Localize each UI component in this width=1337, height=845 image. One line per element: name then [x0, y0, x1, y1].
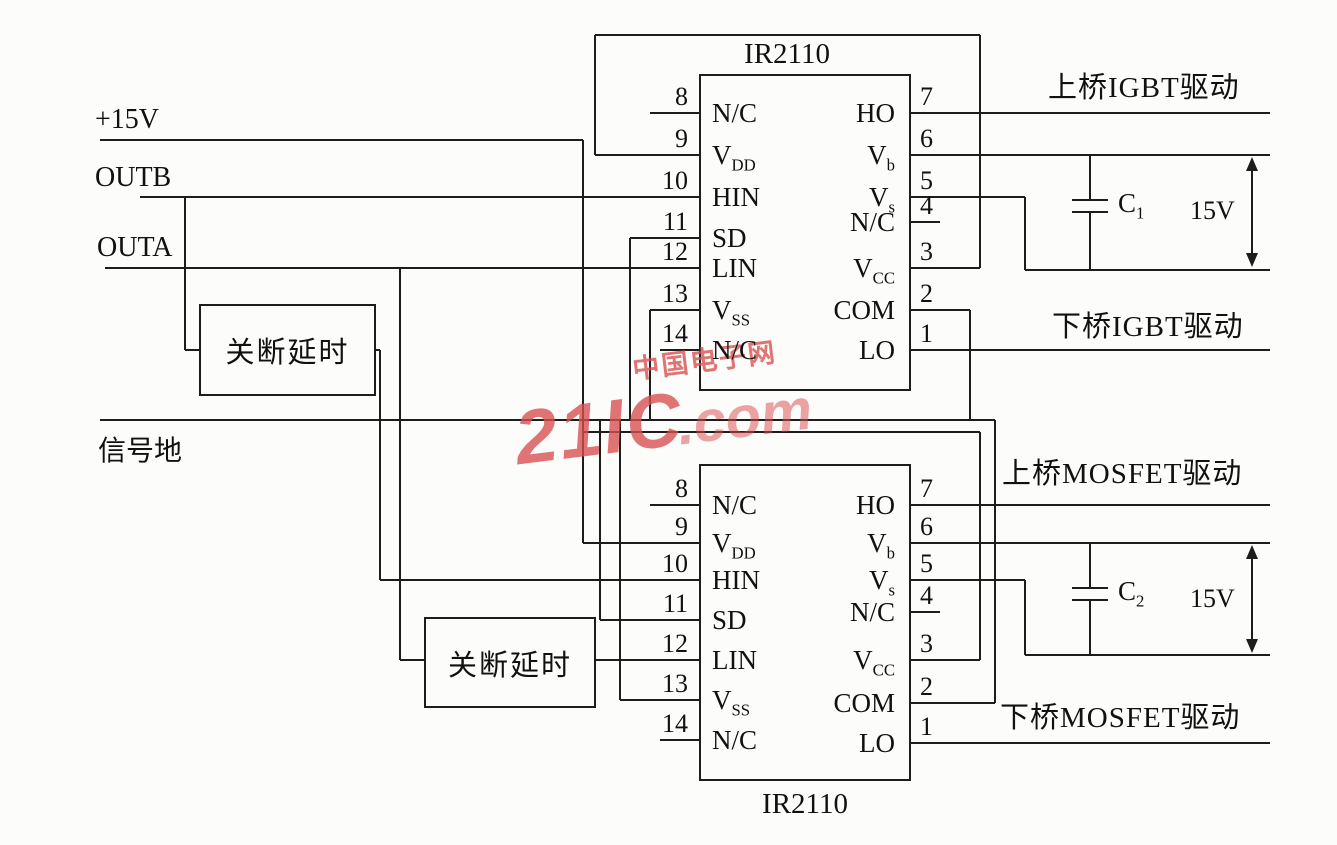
- label-upper-igbt-drive: 上桥IGBT驱动: [1048, 72, 1240, 104]
- ic-top-pin14-label: N/C: [712, 335, 758, 365]
- ic-top-pin14-num: 14: [662, 319, 688, 348]
- ic-bottom-pin7-num: 7: [920, 474, 933, 503]
- ic-bottom-pin10-num: 10: [662, 549, 688, 578]
- label-upper-mosfet-drive: 上桥MOSFET驱动: [1002, 458, 1243, 490]
- ic-top-title: IR2110: [744, 38, 830, 70]
- ic-top-pin7-num: 7: [920, 82, 933, 111]
- ic-bottom-pin11-num: 11: [662, 589, 688, 618]
- ic-top-pin12-num: 12: [662, 237, 688, 266]
- ic-top-pin13-num: 13: [662, 279, 688, 308]
- ic-top-pin9-label: VDD: [712, 140, 756, 175]
- ic-top-pin4-label: N/C: [849, 207, 895, 237]
- ic-bottom-pin3-label: VCC: [853, 645, 895, 680]
- ic-bottom-pin12-label: LIN: [712, 645, 757, 675]
- ic-bottom-pin11-label: SD: [712, 605, 747, 635]
- ic-bottom-pin12-num: 12: [662, 629, 688, 658]
- ic-bottom-pin8-num: 8: [675, 474, 688, 503]
- ic-bottom-pin5-label: Vs: [868, 565, 895, 600]
- ic-bottom-pin5-num: 5: [920, 549, 933, 578]
- ic-top-pin12-label: LIN: [712, 253, 757, 283]
- ic-bottom-pin1-label: LO: [859, 728, 895, 758]
- ic-top-pin9-num: 9: [675, 124, 688, 153]
- ic-top-pin1-num: 1: [920, 319, 933, 348]
- ic-top-pin10-label: HIN: [712, 182, 760, 212]
- ic-top-pin8-label: N/C: [712, 98, 758, 128]
- label-lower-mosfet-drive: 下桥MOSFET驱动: [1000, 702, 1241, 734]
- ic-top-pin5-num: 5: [920, 166, 933, 195]
- ic-bottom-pin13-num: 13: [662, 669, 688, 698]
- turn-off-delay-box-2: 关断延时: [447, 649, 572, 682]
- label-c1: C1: [1118, 188, 1145, 223]
- label-15v-top: 15V: [1190, 196, 1235, 225]
- ic-bottom-pin7-label: HO: [856, 490, 895, 520]
- turn-off-delay-box-1: 关断延时: [225, 337, 350, 369]
- ic-top-pin3-num: 3: [920, 237, 933, 266]
- label-signal-ground: 信号地: [98, 436, 183, 467]
- ic-top-pin11-label: SD: [712, 223, 747, 253]
- ic-bottom-pin9-label: VDD: [712, 528, 756, 563]
- label-c2: C2: [1118, 576, 1145, 611]
- ic-bottom-pin2-label: COM: [833, 688, 895, 718]
- ic-bottom-pin9-num: 9: [675, 512, 688, 541]
- ic-bottom-pin2-num: 2: [920, 672, 933, 701]
- ic-bottom-pin13-label: VSS: [712, 685, 751, 720]
- ic-bottom-pin4-num: 4: [920, 581, 933, 610]
- ic-bottom-pin3-num: 3: [920, 629, 933, 658]
- ic-top-pin4-num: 4: [920, 191, 933, 220]
- ic-top-pin2-label: COM: [833, 295, 895, 325]
- ic-top-pin6-label: Vb: [867, 140, 895, 175]
- ic-bottom-pin14-label: N/C: [712, 725, 758, 755]
- ic-bottom-pin4-label: N/C: [849, 597, 895, 627]
- ic-bottom-title: IR2110: [762, 788, 848, 820]
- ic-bottom-pin8-label: N/C: [712, 490, 758, 520]
- ic-bottom-pin6-num: 6: [920, 512, 933, 541]
- label-plus-15v: +15V: [95, 104, 160, 135]
- ic-top-pin8-num: 8: [675, 82, 688, 111]
- ic-top-pin2-num: 2: [920, 279, 933, 308]
- ic-bottom-pin10-label: HIN: [712, 565, 760, 595]
- ic-top-pin11-num: 11: [662, 207, 688, 236]
- label-15v-bottom: 15V: [1190, 584, 1235, 613]
- ic-bottom-pin14-num: 14: [662, 709, 688, 738]
- ic-bottom-pin6-label: Vb: [867, 528, 895, 563]
- ic-bottom-pin1-num: 1: [920, 712, 933, 741]
- ic-top-pin3-label: VCC: [853, 253, 895, 288]
- ic-top-pin6-num: 6: [920, 124, 933, 153]
- ic-top-pin7-label: HO: [856, 98, 895, 128]
- ic-top-pin1-label: LO: [859, 335, 895, 365]
- ic-top-pin5-label: Vs: [868, 182, 895, 217]
- ic-top-pin10-num: 10: [662, 166, 688, 195]
- label-outa: OUTA: [97, 232, 173, 263]
- label-outb: OUTB: [95, 162, 172, 193]
- label-lower-igbt-drive: 下桥IGBT驱动: [1052, 311, 1244, 343]
- ic-top-pin13-label: VSS: [712, 295, 751, 330]
